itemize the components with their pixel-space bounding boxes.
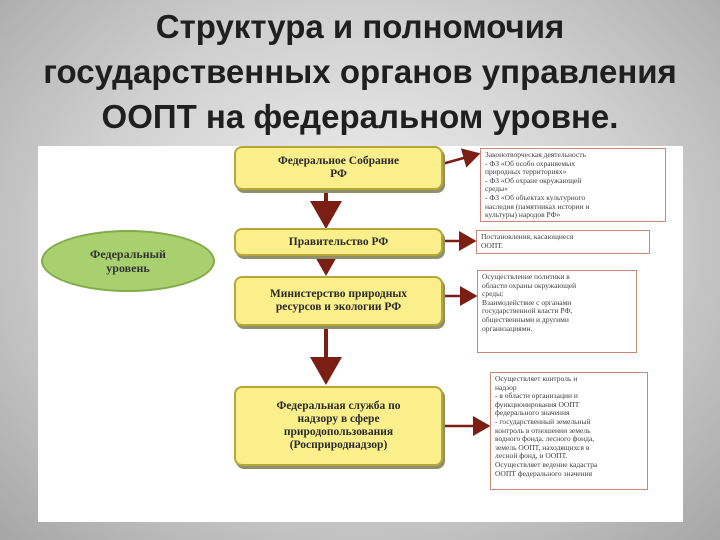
title-line: ООПТ на федеральном уровне. [101,98,619,135]
note-line: - в области организации и [495,391,578,401]
government-box: Правительство РФ [234,228,443,256]
note-line: земель ООПТ, находящихся в [495,442,590,452]
box-line: природопользования [283,426,394,438]
title-line: Структура и полномочия [155,8,565,45]
note-line: ООПТ. [481,240,503,250]
title-line: государственных органов управления [43,53,677,90]
page-title: Структура и полномочия государственных о… [0,4,720,139]
note-line: - ФЗ «Об особо охраняемых [485,158,575,168]
note-line: водного фонда, лесного фонда, [495,434,595,444]
note-line: Осуществляет контроль и [495,374,578,383]
rosprirodnadzor-powers-note: Осуществляет контроль и надзор - в облас… [490,372,648,490]
note-line: общественными и другими [482,314,569,324]
note-line: организациями. [482,323,533,333]
ministry-box: Министерство природных ресурсов и эколог… [234,276,443,326]
note-line: наследия (памятниках истории и [485,201,590,211]
level-label-line: уровень [106,261,150,275]
assembly-powers-note: Законотворческая деятельность - ФЗ «Об о… [480,148,666,222]
structure-diagram: Федеральный уровень Федеральное Собрание… [38,146,683,522]
note-line: федерального значения [495,408,570,418]
government-powers-note: Постановления, касающиеся ООПТ. [476,230,650,254]
box-line: Министерство природных [269,288,408,300]
note-line: государственной власти РФ, [482,306,573,316]
note-line: среды; [482,289,504,299]
box-line: надзору в сфере [297,413,380,425]
note-line: - государственный земельный [495,416,591,426]
note-line: - ФЗ «Об объектах культурного [485,192,586,202]
note-line: Осуществляет ведение кадастра [495,459,598,469]
note-line: функционирования ООПТ [495,399,580,409]
federal-level-oval: Федеральный уровень [41,230,215,292]
connector-assembly-note [441,148,481,168]
box-line: Правительство РФ [288,235,389,248]
note-line: контроль в отношении земель [495,425,591,435]
note-line: ООПТ федерального значения [495,468,593,478]
box-line: ресурсов и экологии РФ [275,301,402,313]
box-line: РФ [330,168,347,180]
note-line: Постановления, касающиеся [481,232,574,241]
note-line: лесной фонд, и ООПТ. [495,451,568,461]
federal-assembly-box: Федеральное Собрание РФ [234,146,443,190]
note-line: Осуществление политики в [482,272,570,281]
rosprirodnadzor-box: Федеральная служба по надзору в сфере пр… [234,386,443,466]
note-line: Взаимодействие с органами [482,297,572,307]
connectors [310,148,491,436]
note-line: среды» [485,184,508,194]
note-line: природных территориях» [485,167,567,177]
note-line: культуры) народов РФ» [485,210,561,220]
ministry-powers-note: Осуществление политики в области охраны … [477,270,637,353]
note-line: - ФЗ «Об охране окружающей [485,175,582,185]
box-line: (Росприроднадзор) [289,439,388,451]
box-line: Федеральная служба по [276,400,401,412]
box-line: Федеральное Собрание [277,155,400,167]
note-line: Законотворческая деятельность [485,150,586,159]
note-line: области охраны окружающей [482,280,577,290]
note-line: надзор [495,382,517,392]
level-label-line: Федеральный [90,247,166,261]
